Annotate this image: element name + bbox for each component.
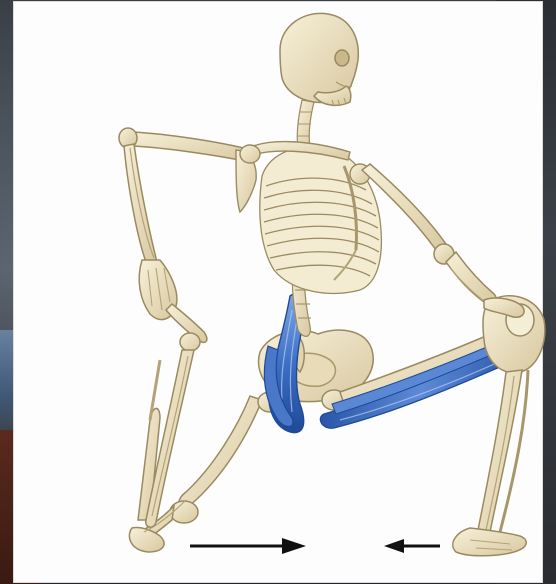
left-shoulder-joint xyxy=(240,145,260,163)
right-arm xyxy=(362,164,524,317)
left-radius xyxy=(124,144,156,266)
right-forearm xyxy=(446,252,496,304)
back-femur xyxy=(179,396,262,512)
front-lower-leg xyxy=(453,296,545,556)
left-humerus xyxy=(125,132,252,162)
force-arrows xyxy=(190,538,440,554)
left-patella xyxy=(180,333,200,351)
arrow-left xyxy=(384,539,440,553)
skull xyxy=(280,13,358,106)
eye-socket xyxy=(335,50,349,66)
back-knee xyxy=(170,501,198,523)
left-arm xyxy=(119,128,252,342)
front-tibia xyxy=(478,370,522,539)
arrow-right xyxy=(190,538,306,554)
